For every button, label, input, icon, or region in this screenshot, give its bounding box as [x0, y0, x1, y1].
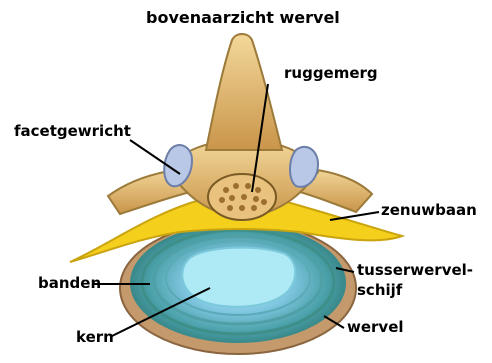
label-tusserwervel-line2: schijf: [357, 283, 402, 298]
spinous-process: [206, 34, 282, 150]
label-tusserwervel-line1: tusserwervel-: [357, 263, 473, 278]
nucleus-pulposus: [182, 248, 295, 307]
label-zenuwbaan: zenuwbaan: [381, 203, 477, 218]
label-ruggemerg: ruggemerg: [284, 66, 378, 81]
label-wervel: wervel: [347, 320, 404, 335]
label-banden: banden: [38, 276, 101, 291]
label-facetgewricht: facetgewricht: [14, 124, 131, 139]
label-kern: kern: [76, 330, 114, 345]
diagram-title: bovenaarzicht wervel: [146, 10, 340, 26]
